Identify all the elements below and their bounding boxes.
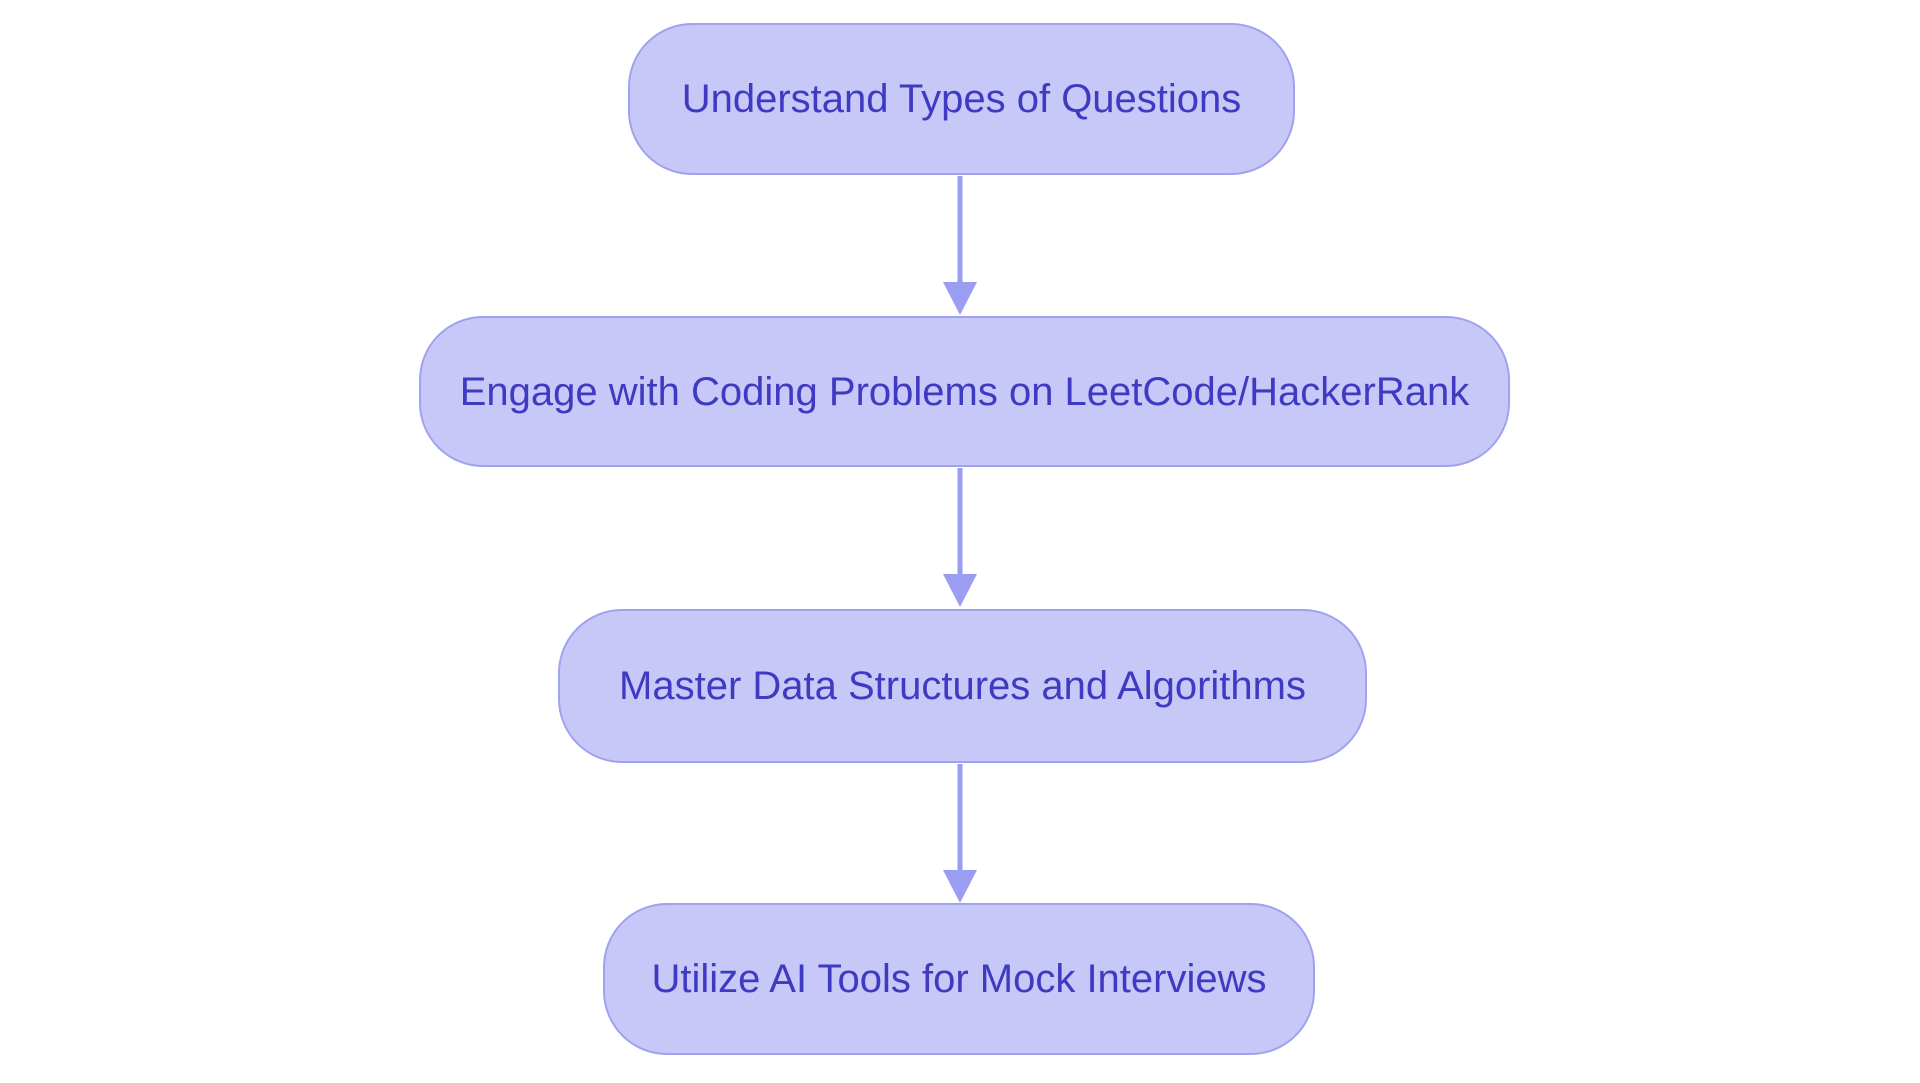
flowchart-node-utilize-ai-tools: Utilize AI Tools for Mock Interviews bbox=[603, 903, 1315, 1055]
flowchart-node-understand-types-of-questions: Understand Types of Questions bbox=[628, 23, 1295, 175]
node-label: Understand Types of Questions bbox=[681, 77, 1242, 121]
arrow-down-icon bbox=[943, 764, 977, 903]
node-label: Engage with Coding Problems on LeetCode/… bbox=[459, 369, 1470, 414]
arrow-down-icon bbox=[943, 468, 977, 607]
flowchart-node-engage-coding-problems: Engage with Coding Problems on LeetCode/… bbox=[419, 316, 1510, 467]
node-label: Master Data Structures and Algorithms bbox=[619, 664, 1306, 708]
arrow-down-icon bbox=[943, 176, 977, 315]
flowchart-node-master-data-structures: Master Data Structures and Algorithms bbox=[558, 609, 1367, 763]
node-label: Utilize AI Tools for Mock Interviews bbox=[651, 957, 1267, 1001]
